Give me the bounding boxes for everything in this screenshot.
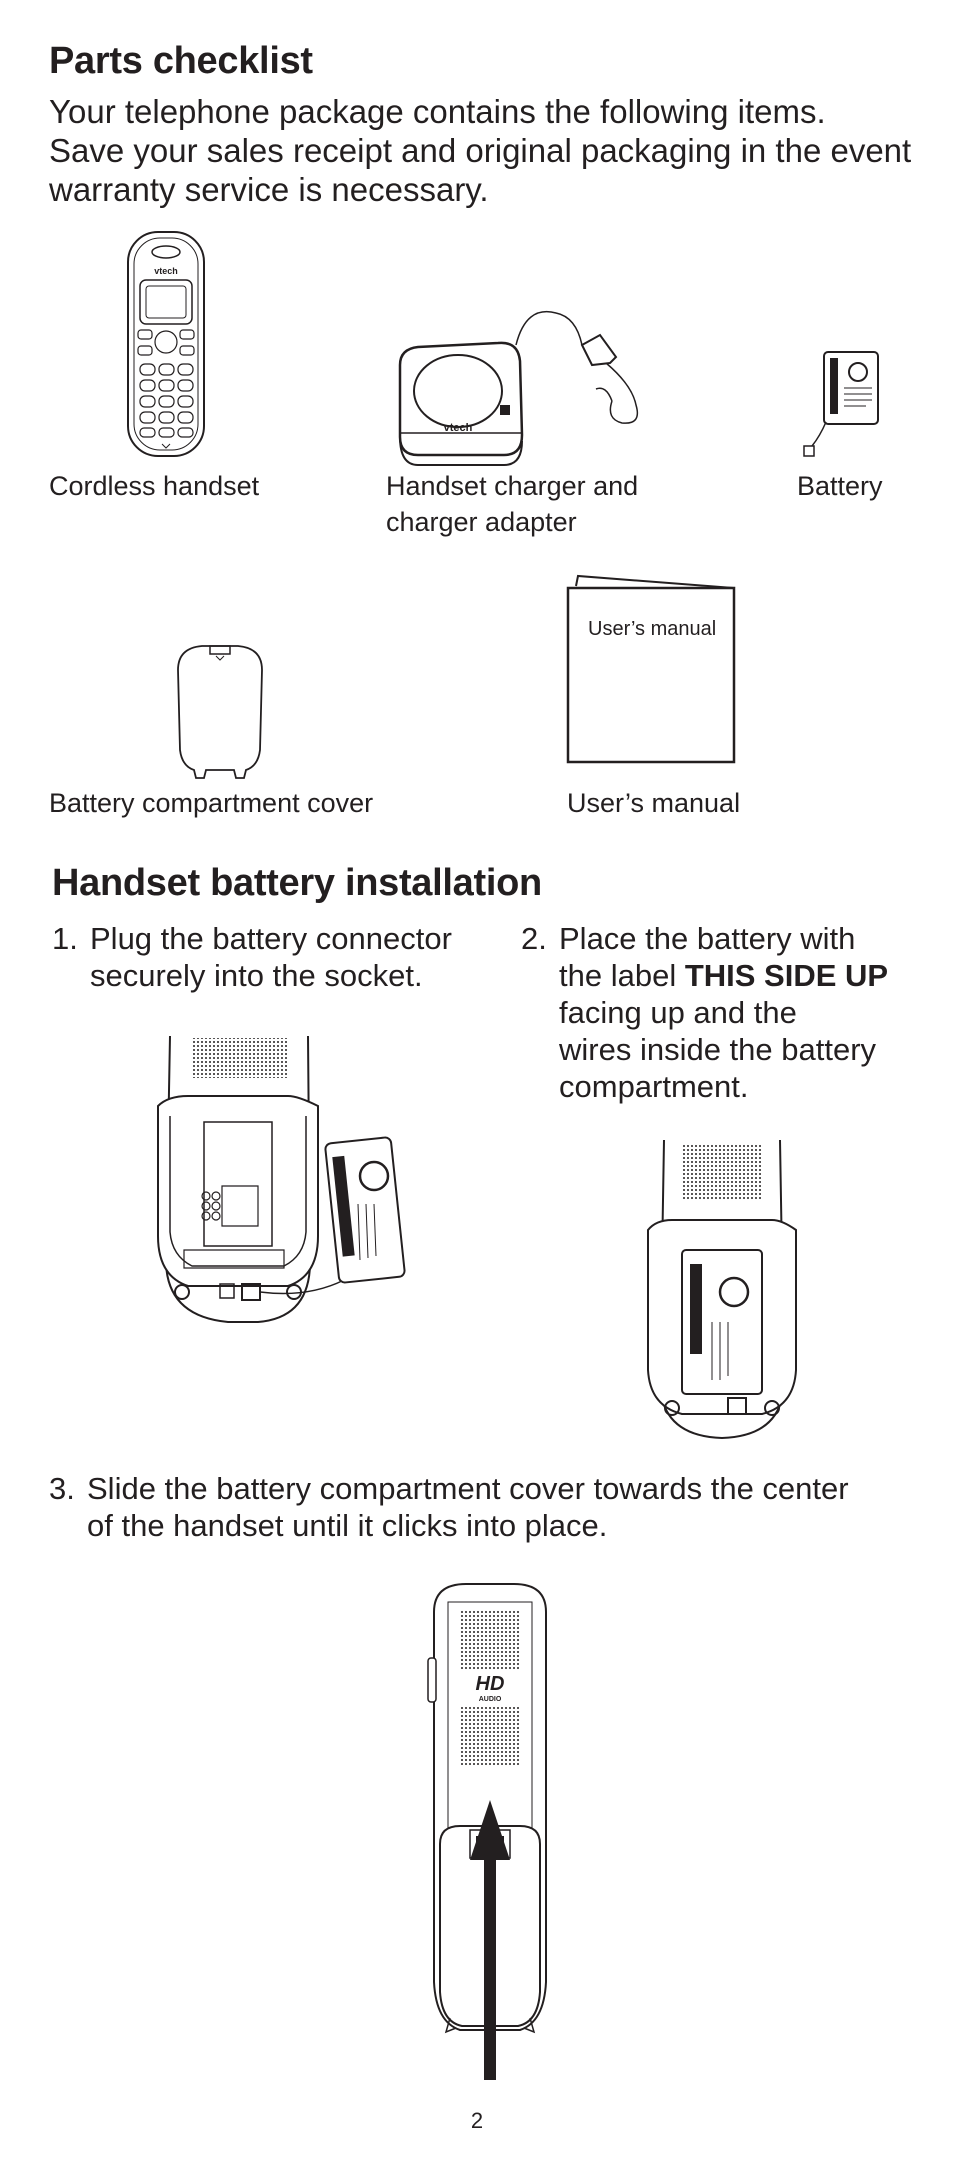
step-line: Plug the battery connector (90, 921, 452, 956)
step-text: the label (559, 958, 685, 993)
step-3: 3. Slide the battery compartment cover t… (49, 1470, 929, 1544)
hd-logo-text: HD (476, 1673, 505, 1695)
step1-handset-back-icon (148, 1036, 408, 1326)
caption-cordless-handset: Cordless handset (49, 471, 260, 501)
manual-cover-text: User’s manual (588, 618, 717, 640)
caption-charger: Handset charger and charger adapter (386, 468, 638, 540)
label-emphasis: THIS SIDE UP (684, 958, 889, 993)
caption-battery: Battery (797, 471, 883, 501)
step-line: compartment. (559, 1069, 749, 1104)
step-line: wires inside the battery (559, 1032, 877, 1067)
installation-title: Handset battery installation (52, 862, 542, 904)
step-number: 1. (52, 921, 78, 956)
caption-users-manual: User’s manual (567, 788, 741, 818)
charger-adapter-icon: vtech (396, 305, 656, 465)
hd-logo-subtext: AUDIO (479, 1696, 502, 1703)
caption-charger-line: Handset charger and (386, 471, 639, 501)
step-number: 2. (521, 921, 547, 956)
step-line: Slide the battery compartment cover towa… (87, 1471, 849, 1506)
handset-brand-text: vtech (154, 266, 178, 276)
slide-direction-arrow-icon (470, 1800, 510, 2080)
step-line: securely into the socket. (90, 958, 423, 993)
step-line: Place the battery with (559, 921, 856, 956)
step-line: the label THIS SIDE UP (559, 957, 941, 994)
page-number: 2 (470, 2108, 484, 2133)
battery-cover-icon (172, 640, 268, 780)
step-line: of the handset until it clicks into plac… (87, 1508, 608, 1543)
cordless-handset-icon: vtech (124, 230, 208, 460)
parts-intro-line: Your telephone package contains the foll… (49, 93, 826, 130)
step-number: 3. (49, 1471, 75, 1506)
charger-brand-text: vtech (444, 422, 473, 434)
step-1: 1. Plug the battery connector securely i… (52, 920, 492, 994)
battery-icon (800, 350, 880, 460)
manual-booklet-icon (566, 572, 738, 764)
step-2: 2. Place the battery with the label THIS… (521, 920, 941, 1105)
step-line: facing up and the (559, 995, 797, 1030)
step2-handset-installed-icon (642, 1140, 802, 1440)
parts-intro-line: Save your sales receipt and original pac… (49, 132, 912, 169)
caption-battery-cover: Battery compartment cover (49, 788, 374, 818)
caption-charger-line: charger adapter (386, 507, 577, 537)
parts-checklist-title: Parts checklist (49, 40, 313, 82)
parts-intro: Your telephone package contains the foll… (49, 92, 929, 209)
parts-intro-line: warranty service is necessary. (49, 171, 489, 208)
